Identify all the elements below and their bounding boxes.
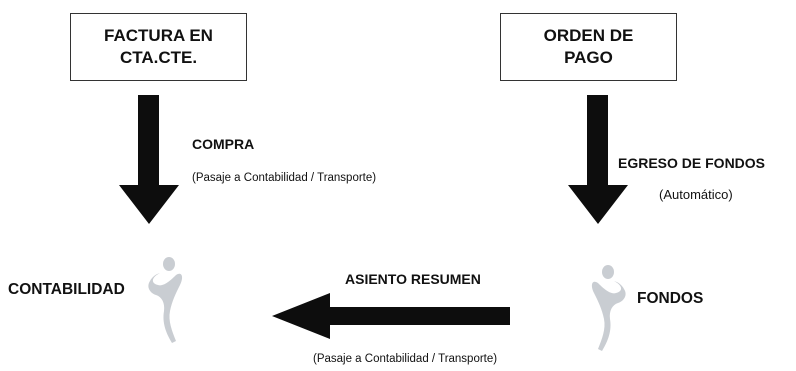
- orden-de-pago-box: ORDEN DE PAGO: [500, 13, 677, 81]
- factura-line-1: FACTURA EN: [104, 26, 213, 45]
- factura-line-2: CTA.CTE.: [119, 48, 198, 67]
- orden-line-1: ORDEN DE: [543, 26, 634, 45]
- compra-arrow-shape: [119, 95, 179, 224]
- compra-down-arrow: [119, 95, 179, 224]
- fondos-label: FONDOS: [637, 290, 704, 307]
- human-figure-icon: [148, 257, 183, 343]
- compra-label: COMPRA: [192, 136, 255, 152]
- figure-shape: [148, 257, 183, 343]
- human-figure-icon-fondos: [591, 265, 626, 351]
- asiento-arrow-shape: [272, 293, 510, 339]
- figure-shape-fondos: [591, 265, 626, 351]
- asiento-note: (Pasaje a Contabilidad / Transporte): [313, 353, 498, 365]
- compra-note: (Pasaje a Contabilidad / Transporte): [192, 172, 377, 184]
- asiento-label: ASIENTO RESUMEN: [345, 271, 481, 287]
- factura-box: FACTURA EN CTA.CTE.: [70, 13, 247, 81]
- egreso-note: (Automático): [659, 187, 733, 202]
- egreso-label: EGRESO DE FONDOS: [618, 155, 766, 171]
- egreso-down-arrow: [568, 95, 628, 224]
- asiento-left-arrow: [272, 293, 510, 339]
- egreso-arrow-shape: [568, 95, 628, 224]
- orden-line-2: PAGO: [564, 48, 613, 67]
- contabilidad-label: CONTABILIDAD: [8, 281, 125, 298]
